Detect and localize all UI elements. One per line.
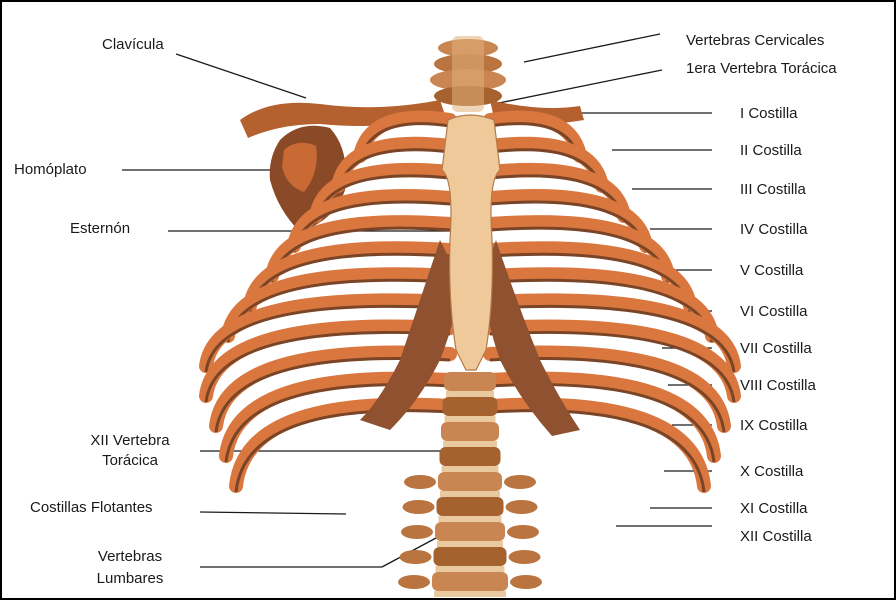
vertebra-5 [438, 472, 502, 491]
label-costilla-2: II Costilla [740, 142, 802, 160]
intervertebral-disc-3 [443, 441, 497, 447]
transverse-process-R-7 [507, 525, 539, 539]
label-costilla-6: VI Costilla [740, 303, 808, 321]
transverse-process-R-6 [506, 500, 538, 514]
label-costilla-12: XII Costilla [740, 528, 812, 546]
vertebra-8 [434, 547, 507, 566]
vertebra-6 [437, 497, 504, 516]
intervertebral-disc-5 [440, 491, 500, 497]
label-primera-toracica: 1era Vertebra Torácica [686, 60, 837, 78]
vertebra-2 [443, 397, 498, 416]
intervertebral-disc-2 [445, 416, 496, 422]
label-xii-vertebra-1: XII Vertebra [60, 432, 200, 450]
intervertebral-disc-8 [436, 566, 505, 572]
label-costilla-7: VII Costilla [740, 340, 812, 358]
transverse-process-L-7 [401, 525, 433, 539]
label-xii-vertebra-2: Torácica [60, 452, 200, 470]
label-costilla-5: V Costilla [740, 262, 803, 280]
vertebra-4 [440, 447, 501, 466]
label-costilla-10: X Costilla [740, 463, 803, 481]
transverse-process-R-8 [509, 550, 541, 564]
label-costilla-1: I Costilla [740, 105, 798, 123]
label-costilla-11: XI Costilla [740, 500, 808, 518]
transverse-process-L-9 [398, 575, 430, 589]
transverse-process-L-5 [404, 475, 436, 489]
label-clavicula: Clavícula [102, 36, 164, 54]
label-costilla-8: VIII Costilla [740, 377, 816, 395]
label-costilla-9: IX Costilla [740, 417, 808, 435]
transverse-process-R-5 [504, 475, 536, 489]
transverse-process-L-6 [403, 500, 435, 514]
intervertebral-disc-6 [439, 516, 502, 522]
label-costillas-flotantes: Costillas Flotantes [30, 499, 153, 517]
label-lumbares-2: Lumbares [60, 570, 200, 588]
rib-left-12 [236, 405, 450, 486]
label-lumbares-1: Vertebras [60, 548, 200, 566]
leader-primera-toracica [494, 70, 662, 104]
transverse-process-L-8 [400, 550, 432, 564]
label-costilla-4: IV Costilla [740, 221, 808, 239]
rib-right-12 [490, 405, 704, 486]
intervertebral-disc-9 [434, 591, 506, 597]
cervical-vertebrae [430, 36, 506, 112]
intervertebral-disc-1 [446, 391, 494, 397]
transverse-process-R-9 [510, 575, 542, 589]
vertebra-9 [432, 572, 508, 591]
label-homoplato: Homóplato [14, 161, 87, 179]
intervertebral-disc-7 [437, 541, 503, 547]
label-esternon: Esternón [70, 220, 130, 238]
label-costilla-3: III Costilla [740, 181, 806, 199]
vertebra-1 [444, 372, 496, 391]
vertebra-3 [441, 422, 499, 441]
leader-costillas-flotantes [200, 512, 346, 514]
leader-cervicales [524, 34, 660, 62]
label-cervicales: Vertebras Cervicales [686, 32, 824, 50]
leader-clavicula [176, 54, 306, 98]
intervertebral-disc-4 [442, 466, 499, 472]
vertebra-7 [435, 522, 505, 541]
